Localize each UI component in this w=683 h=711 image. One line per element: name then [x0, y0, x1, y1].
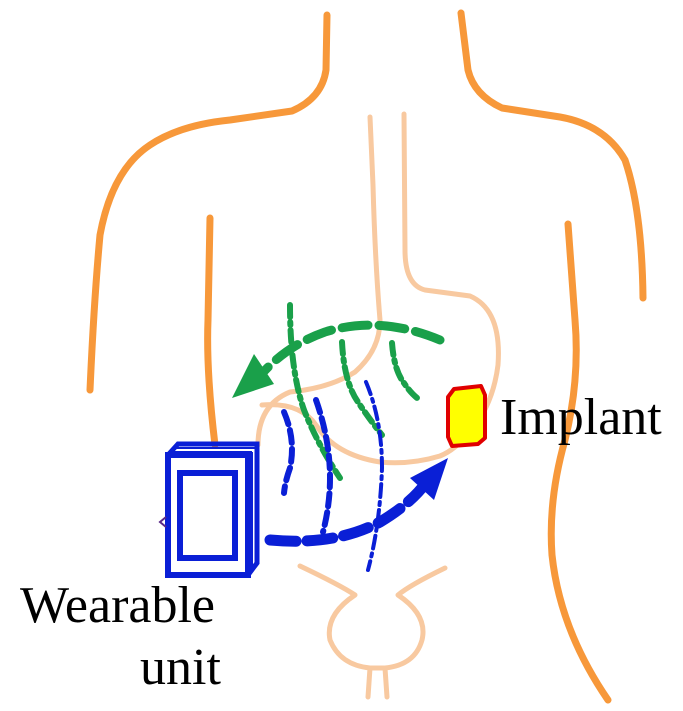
wearable-label-line1: Wearable — [20, 577, 215, 634]
downlink-arrow-path — [270, 480, 428, 541]
esophagus-left — [258, 117, 380, 445]
uplink-ray-2 — [342, 342, 382, 435]
wearable-unit-icon — [160, 444, 257, 575]
implant-label: Implant — [500, 389, 662, 446]
uplink-arc — [258, 325, 440, 378]
uplink-ray-3 — [392, 343, 420, 400]
downlink-ray-3 — [366, 382, 382, 570]
downlink-ray-2 — [316, 400, 330, 532]
implant-icon — [448, 386, 485, 446]
neck-right — [461, 13, 643, 298]
downlink-ray-1 — [284, 412, 292, 493]
pelvis — [300, 566, 445, 697]
uplink-arrowhead — [232, 354, 274, 398]
torso-left-side — [208, 218, 215, 445]
wearable-label-line2: unit — [140, 639, 221, 696]
torso-right-side — [551, 224, 608, 700]
